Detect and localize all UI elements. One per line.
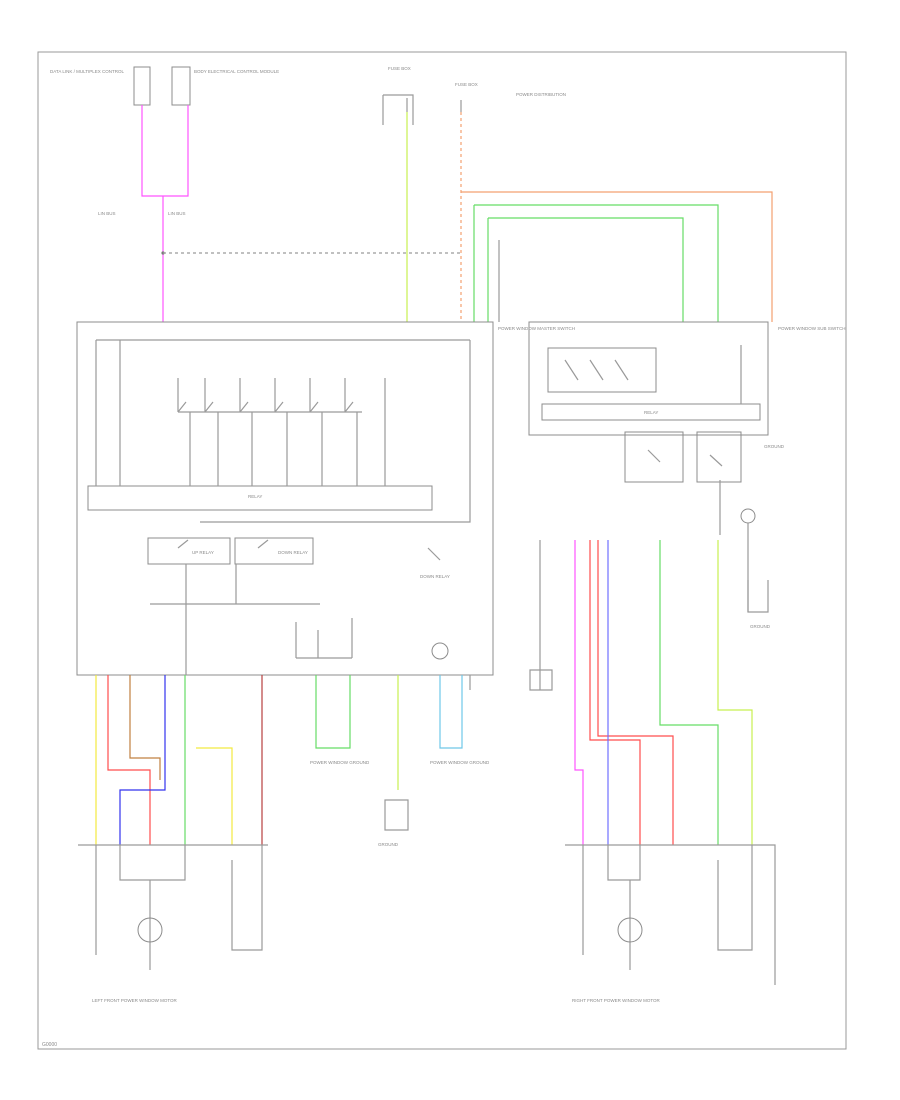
corner-label: G0000 <box>42 1042 57 1048</box>
sub-switch-label: POWER WINDOW SUB SWITCH <box>778 326 846 331</box>
left-motor-label: LEFT FRONT POWER WINDOW MOTOR <box>92 998 177 1003</box>
bottom-mid-right-label: POWER WINDOW GROUND <box>430 760 490 765</box>
right-motor-label: RIGHT FRONT POWER WINDOW MOTOR <box>572 998 660 1003</box>
master-switch-label: POWER WINDOW MASTER SWITCH <box>498 326 575 331</box>
green-run-outer <box>474 204 719 322</box>
up-relay-label: UP RELAY <box>192 550 214 555</box>
top-left-modules: DATA LINK / MULTIPLEX CONTROL BODY ELECT… <box>50 66 279 216</box>
right-motor: RIGHT FRONT POWER WINDOW MOTOR <box>565 844 776 1003</box>
sub-bottom-wires <box>529 540 753 845</box>
module-b-label: BODY ELECTRICAL CONTROL MODULE <box>194 69 279 74</box>
green-run-inner <box>488 217 684 322</box>
master-contacts <box>177 378 386 486</box>
top-center-fuses: FUSE BOX FUSE BOX POWER DISTRIBUTION <box>382 66 566 125</box>
fuse-label-c: POWER DISTRIBUTION <box>516 92 566 97</box>
window-lock-label: DOWN RELAY <box>420 574 450 579</box>
wire-label-a: LIN BUS <box>98 211 116 216</box>
fuse-label-a: FUSE BOX <box>388 66 411 71</box>
right-mid-small-label: GROUND <box>764 444 785 449</box>
orange-run <box>461 191 773 322</box>
down-relay-label: DOWN RELAY <box>278 550 308 555</box>
left-motor: LEFT FRONT POWER WINDOW MOTOR <box>78 844 268 1003</box>
fuse-label-b: FUSE BOX <box>455 82 478 87</box>
bottom-center-ground-label: GROUND <box>378 842 399 847</box>
master-bottom-wires: GROUND POWER WINDOW GROUND POWER WINDOW … <box>95 675 490 847</box>
bottom-mid-left-label: POWER WINDOW GROUND <box>310 760 370 765</box>
sub-switch-block: POWER WINDOW SUB SWITCH RELAY GROUND GRO… <box>528 321 846 629</box>
bottom-right-small-label: GROUND <box>750 624 771 629</box>
left-relay-label: RELAY <box>248 494 262 499</box>
right-relay-label: RELAY <box>644 410 658 415</box>
module-a-label: DATA LINK / MULTIPLEX CONTROL <box>50 69 125 74</box>
wire-label-b: LIN BUS <box>168 211 186 216</box>
master-switch-block: POWER WINDOW MASTER SWITCH RELAY UP RELA… <box>76 321 575 676</box>
diagram-frame <box>37 51 847 1050</box>
